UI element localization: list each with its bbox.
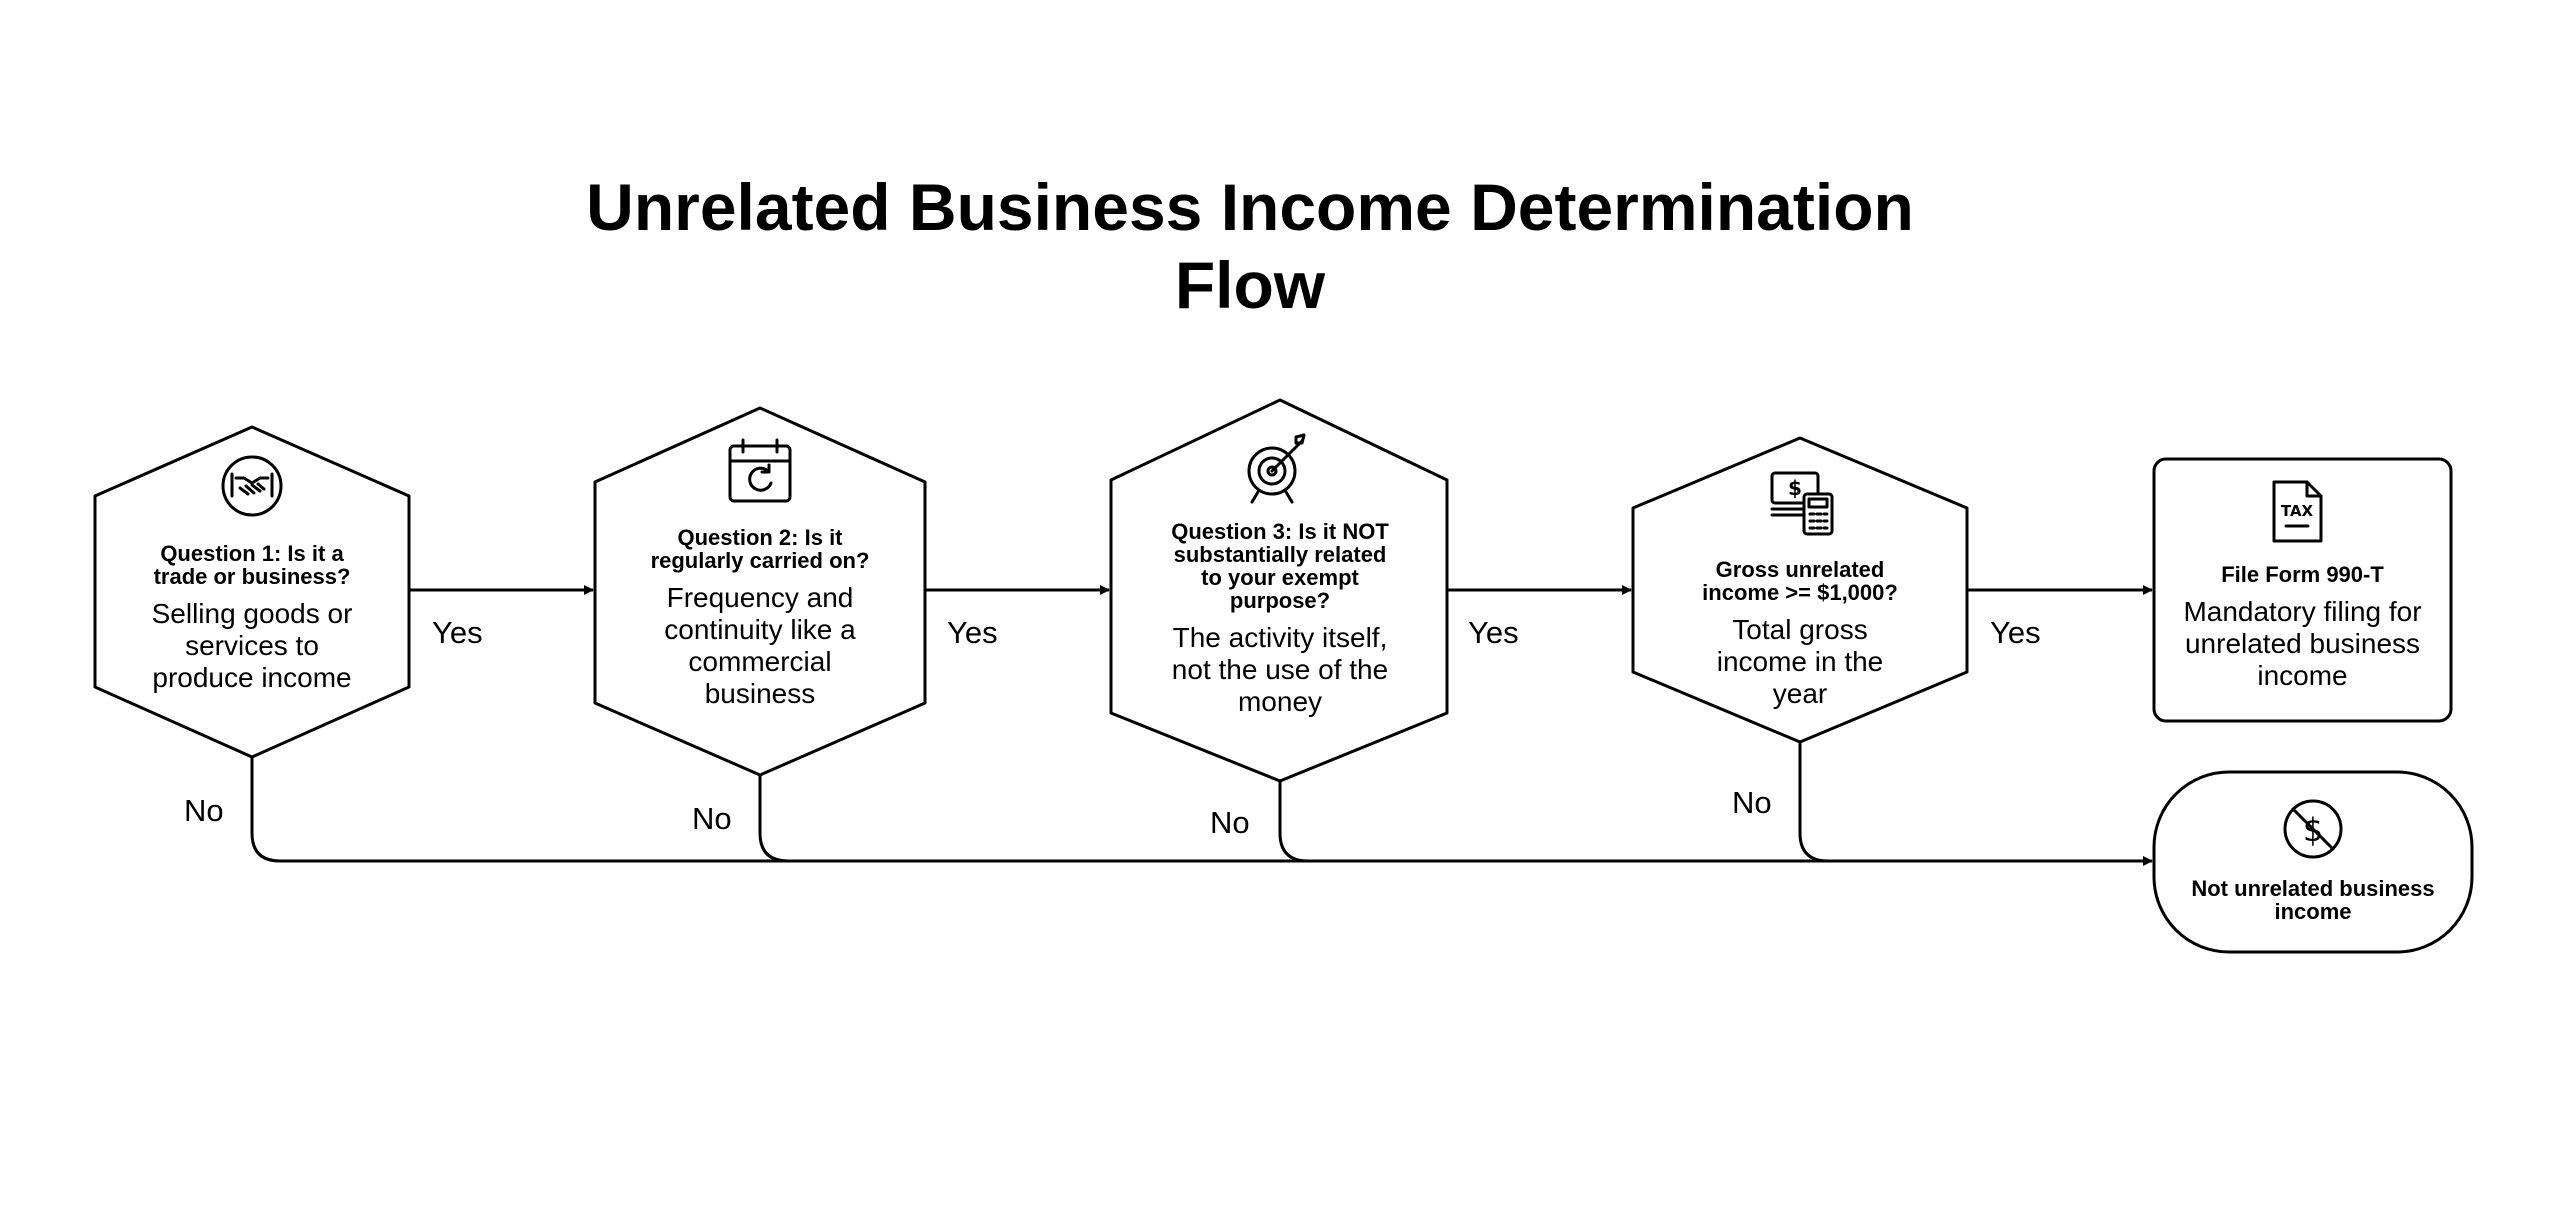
- no-label-4: No: [1732, 785, 1772, 820]
- file-form-box: [2152, 457, 2453, 723]
- yes-label-1: Yes: [432, 615, 483, 650]
- file-form-detail: Mandatory filing for unrelated business …: [2183, 596, 2422, 691]
- handshake-icon: [221, 455, 283, 517]
- no-label-1: No: [184, 793, 224, 828]
- yes-label-3: Yes: [1468, 615, 1519, 650]
- svg-text:$: $: [2303, 811, 2323, 849]
- q4-question: Gross unrelated income >= $1,000?: [1702, 557, 1898, 605]
- q4-text: Gross unrelated income >= $1,000? Total …: [1690, 558, 1910, 710]
- file-form-text: File Form 990-T Mandatory filing for unr…: [2164, 563, 2441, 692]
- diagram-title: Unrelated Business Income Determination …: [540, 168, 1960, 324]
- q2-question: Question 2: Is it regularly carried on?: [650, 525, 870, 573]
- title-line-2: Flow: [1174, 248, 1326, 322]
- no-edge-4: [1798, 742, 1829, 863]
- not-ubi-text: Not unrelated business income: [2180, 877, 2446, 923]
- q1-detail: Selling goods or services to produce inc…: [151, 598, 353, 693]
- no-label-3: No: [1210, 805, 1250, 840]
- q1-question: Question 1: Is it a trade or business?: [153, 541, 351, 589]
- not-ubi-label: Not unrelated business income: [2191, 876, 2435, 924]
- file-form-title: File Form 990-T: [2221, 562, 2384, 587]
- q1-text: Question 1: Is it a trade or business? S…: [142, 542, 362, 694]
- no-dollar-icon: $: [2283, 799, 2343, 859]
- q3-detail: The activity itself, not the use of the …: [1171, 622, 1389, 717]
- yes-label-4: Yes: [1990, 615, 2041, 650]
- tax-document-icon: TAX: [2272, 480, 2323, 543]
- q3-text: Question 3: Is it NOT substantially rela…: [1162, 520, 1398, 718]
- not-ubi-terminal: [2152, 770, 2474, 954]
- no-edge-3: [1278, 781, 1309, 863]
- no-label-2: No: [692, 801, 732, 836]
- svg-text:$: $: [1788, 476, 1802, 500]
- money-calculator-icon: $: [1770, 471, 1834, 536]
- svg-text:TAX: TAX: [2281, 502, 2314, 520]
- calendar-icon: [728, 438, 792, 503]
- no-edge-2: [758, 775, 789, 863]
- q2-detail: Frequency and continuity like a commerci…: [664, 582, 856, 709]
- q3-question: Question 3: Is it NOT substantially rela…: [1171, 519, 1389, 613]
- yes-label-2: Yes: [947, 615, 998, 650]
- target-icon: [1247, 433, 1306, 504]
- q4-detail: Total gross income in the year: [1716, 614, 1884, 709]
- no-edge-1: [250, 757, 2153, 866]
- title-line-1: Unrelated Business Income Determination: [586, 170, 1914, 244]
- q2-text: Question 2: Is it regularly carried on? …: [640, 526, 880, 710]
